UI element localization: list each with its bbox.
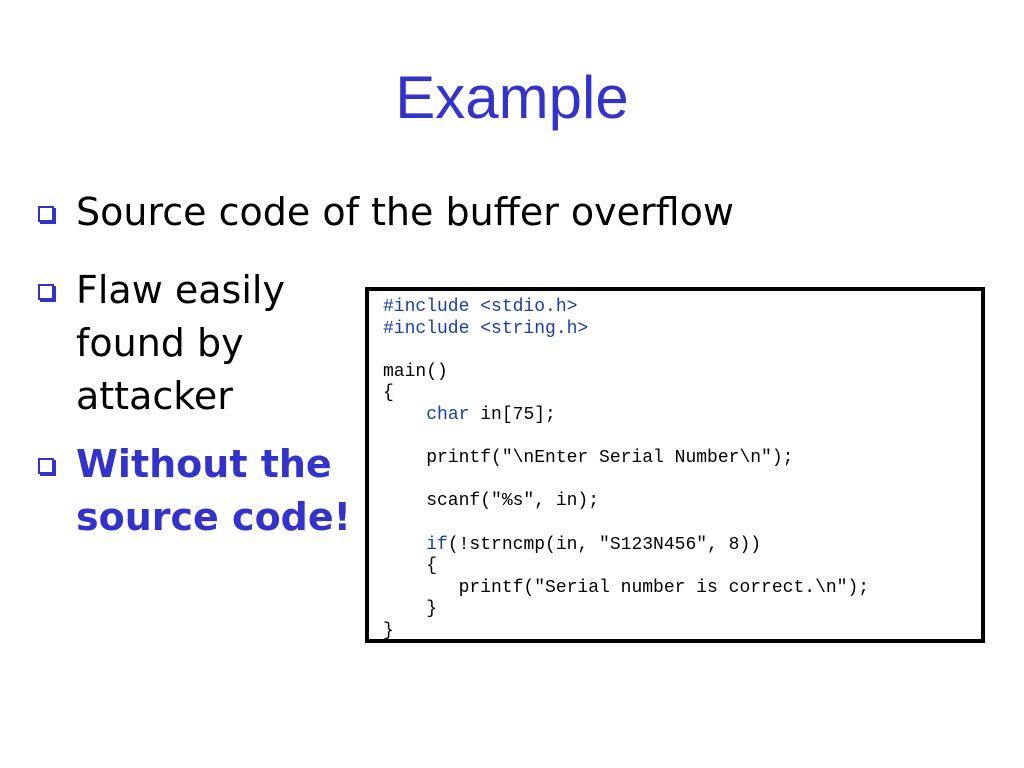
code-line: #include <string.h> [383,318,589,339]
code-block: #include <stdio.h> #include <string.h> m… [383,297,869,643]
code-line: char in[75]; [426,404,556,425]
bullet-text: Flaw easily found by attacker [76,268,285,418]
checkbox-bullet-icon [38,284,54,300]
bullet-item: Source code of the buffer overflow [38,186,938,239]
checkbox-bullet-icon [38,206,54,222]
code-line: { [383,556,438,577]
code-line: #include <stdio.h> [383,297,578,317]
code-line: scanf("%s", in); [383,491,600,512]
code-line: if(!strncmp(in, "S123N456", 8)) [426,534,762,555]
code-line: printf("\nEnter Serial Number\n"); [383,448,794,469]
bullet-text-emphasis: Without the source code! [76,442,351,539]
code-keyword: char [426,404,470,425]
bullet-item: Without the source code! [38,438,358,544]
code-line: } [383,620,394,641]
code-line: } [383,599,438,620]
code-line: main() [383,361,448,382]
checkbox-bullet-icon [38,458,54,474]
bullet-text: Source code of the buffer overflow [76,190,734,234]
code-snippet-box: #include <stdio.h> #include <string.h> m… [365,287,985,643]
slide-title: Example [395,64,629,131]
code-line: { [383,383,394,404]
bullet-item: Flaw easily found by attacker [38,264,338,423]
code-line: printf("Serial number is correct.\n"); [383,577,870,598]
code-keyword: if [426,534,448,555]
